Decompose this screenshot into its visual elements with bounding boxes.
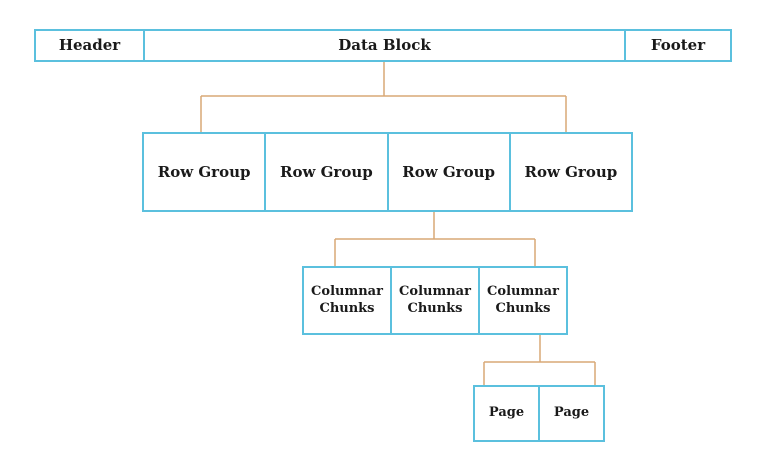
column-chunk-box: Columnar Chunks — [392, 268, 480, 333]
row-group-box: Row Group — [266, 134, 389, 210]
connector-rowgroup-chunks — [334, 212, 536, 266]
pages-row: Page Page — [473, 385, 605, 442]
column-chunk-label-line1: Columnar — [487, 284, 559, 300]
column-chunk-label-line2: Chunks — [319, 300, 375, 316]
column-chunk-label-line1: Columnar — [311, 284, 383, 300]
row-group-box: Row Group — [389, 134, 511, 210]
row-group-box: Row Group — [524, 162, 618, 181]
connector-chunks-pages — [483, 335, 596, 385]
column-chunk-box: Columnar Chunks — [304, 268, 392, 333]
column-chunk-box: Columnar Chunks — [480, 268, 566, 333]
column-chunk-label-line2: Chunks — [407, 300, 463, 316]
page-box: Page — [553, 405, 590, 421]
file-layout-row: Header Data Block Footer — [34, 29, 732, 62]
column-chunks-row: Columnar Chunks Columnar Chunks Columnar… — [302, 266, 568, 335]
column-chunk-label-line2: Chunks — [495, 300, 551, 316]
page-box: Page — [475, 387, 540, 440]
column-chunk-label-line1: Columnar — [399, 284, 471, 300]
connector-datablock-rowgroups — [200, 62, 567, 132]
footer-box: Footer — [650, 36, 706, 55]
row-group-box: Row Group — [144, 134, 267, 210]
row-groups-row: Row Group Row Group Row Group Row Group — [142, 132, 633, 212]
header-box: Header — [36, 31, 145, 60]
data-block-box: Data Block — [145, 31, 626, 60]
